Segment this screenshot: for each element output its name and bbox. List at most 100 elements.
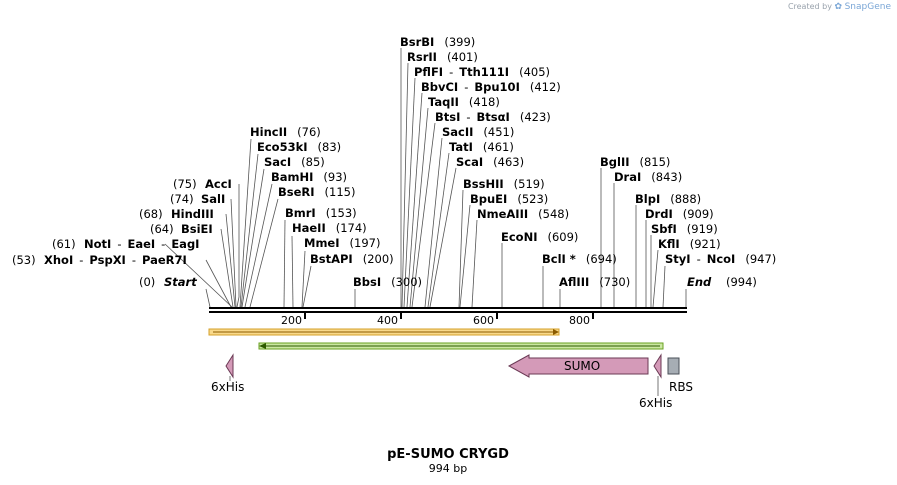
site-text: (174) <box>336 221 367 235</box>
snapgene-logo-icon: ✿ <box>834 2 843 12</box>
ruler-tick-label: 800 <box>569 314 590 327</box>
site-label: BmrI (153) <box>285 206 357 220</box>
site-separator: - <box>449 65 453 79</box>
site-text: (843) <box>651 170 682 184</box>
feature-6xhis-right: 6xHis <box>639 353 672 410</box>
site-pos: (68) <box>139 207 163 221</box>
map-title: pE-SUMO CRYGD <box>387 447 509 462</box>
end-label: End <box>687 275 712 289</box>
credit-prefix: Created by <box>787 2 832 11</box>
site-text: EcoNI <box>501 230 537 244</box>
site-text: (921) <box>690 237 721 251</box>
site-label: SbfI(919) <box>651 222 718 236</box>
site-text: (423) <box>520 110 551 124</box>
feature-label: 6xHis <box>211 380 244 394</box>
site-text: (451) <box>483 125 514 139</box>
site-text: RsrII <box>407 50 437 64</box>
site-label: BclI * (694) <box>542 252 617 266</box>
sites-left: (75) AccI (74) SalI (68) HindIII (64) Bs… <box>12 177 232 289</box>
site-text: BtsαI <box>477 110 510 124</box>
site-label: Eco53kI(83) <box>257 140 341 154</box>
site-label: StyI-NcoI(947) <box>665 252 776 266</box>
site-text: BbsI <box>353 275 381 289</box>
site-text: KflI <box>658 237 680 251</box>
site-label: (75) <box>173 177 197 191</box>
site-pos: (74) <box>170 192 194 206</box>
ruler-tick-label: 400 <box>377 314 398 327</box>
site-text: BseRI <box>278 185 315 199</box>
site-text: BsrBI <box>400 35 434 49</box>
site-pos: (75) <box>173 177 197 191</box>
site-text: DraI <box>614 170 641 184</box>
site-text: (694) <box>586 252 617 266</box>
site-connectors <box>164 48 687 308</box>
site-label: BamHI(93) <box>271 170 347 184</box>
site-text: PspXI <box>89 253 125 267</box>
site-text: (76) <box>297 125 321 139</box>
site-label: BpuEI (523) <box>470 192 548 206</box>
site-label: EcoNI (609) <box>501 230 578 244</box>
site-text: HaeII <box>292 221 326 235</box>
site-text: BclI * <box>542 252 576 266</box>
site-label: BbsI(300) <box>353 275 422 289</box>
sequence-backbone <box>209 307 687 313</box>
site-text: PaeR7I <box>142 253 187 267</box>
site-label: NmeAIII(548) <box>477 207 569 221</box>
start-pos: (0) <box>139 275 155 289</box>
site-pos: (64) <box>150 222 174 236</box>
site-text: (153) <box>326 206 357 220</box>
site-text: BstAPI <box>310 252 353 266</box>
site-text: SbfI <box>651 222 677 236</box>
site-text: (405) <box>519 65 550 79</box>
site-text: (93) <box>323 170 347 184</box>
site-text: (947) <box>745 252 776 266</box>
site-label: MmeI(197) <box>304 236 380 250</box>
site-text: (909) <box>683 207 714 221</box>
site-text: BlpI <box>635 192 660 206</box>
site-label: HincII(76) <box>250 125 321 139</box>
site-text: NotI <box>84 237 111 251</box>
site-text: (83) <box>318 140 342 154</box>
site-text: (412) <box>530 80 561 94</box>
site-text: (399) <box>444 35 475 49</box>
feature-6xhis-left: 6xHis <box>211 353 244 394</box>
site-separator: - <box>132 253 136 267</box>
site-separator: - <box>161 237 165 251</box>
site-text: (609) <box>547 230 578 244</box>
site-text: (523) <box>517 192 548 206</box>
site-text: (85) <box>301 155 325 169</box>
site-text: EagI <box>171 237 199 251</box>
site-label: PflFI-Tth111I(405) <box>414 65 550 79</box>
ruler-tick-label: 200 <box>281 314 302 327</box>
site-text: DrdI <box>645 207 673 221</box>
site-label: DraI (843) <box>614 170 682 184</box>
feature-label: 6xHis <box>639 396 672 410</box>
site-label: BbvCI-Bpu10I(412) <box>421 80 561 94</box>
site-label: BseRI (115) <box>278 185 355 199</box>
credit-brand: SnapGene <box>844 2 891 12</box>
site-label: SacI(85) <box>264 155 325 169</box>
feature-sumo: SUMO <box>507 354 649 378</box>
site-label: BtsI-BtsαI(423) <box>435 110 551 124</box>
feature-label: SUMO <box>564 359 600 373</box>
site-pos: (53) <box>12 253 36 267</box>
site-name-group: XhoI-PspXI-PaeR7I <box>44 253 187 267</box>
site-label: KflI (921) <box>658 237 721 251</box>
orf-forward <box>208 328 560 336</box>
site-label: DrdI (909) <box>645 207 714 221</box>
site-name: HindIII <box>171 207 214 221</box>
site-label: ScaI(463) <box>456 155 524 169</box>
site-text: (888) <box>670 192 701 206</box>
site-text: BpuEI <box>470 192 507 206</box>
sites-right: HincII(76) Eco53kI(83) SacI(85) BamHI(93… <box>250 35 776 289</box>
ruler: 200 400 600 800 <box>281 313 594 327</box>
site-text: BmrI <box>285 206 316 220</box>
site-label: TaqII(418) <box>428 95 500 109</box>
site-text: (401) <box>447 50 478 64</box>
site-label: RsrII (401) <box>407 50 478 64</box>
feature-label: RBS <box>669 380 693 394</box>
site-label: BsrBI (399) <box>400 35 475 49</box>
site-text: (115) <box>325 185 356 199</box>
site-separator: - <box>464 80 468 94</box>
site-separator: - <box>79 253 83 267</box>
